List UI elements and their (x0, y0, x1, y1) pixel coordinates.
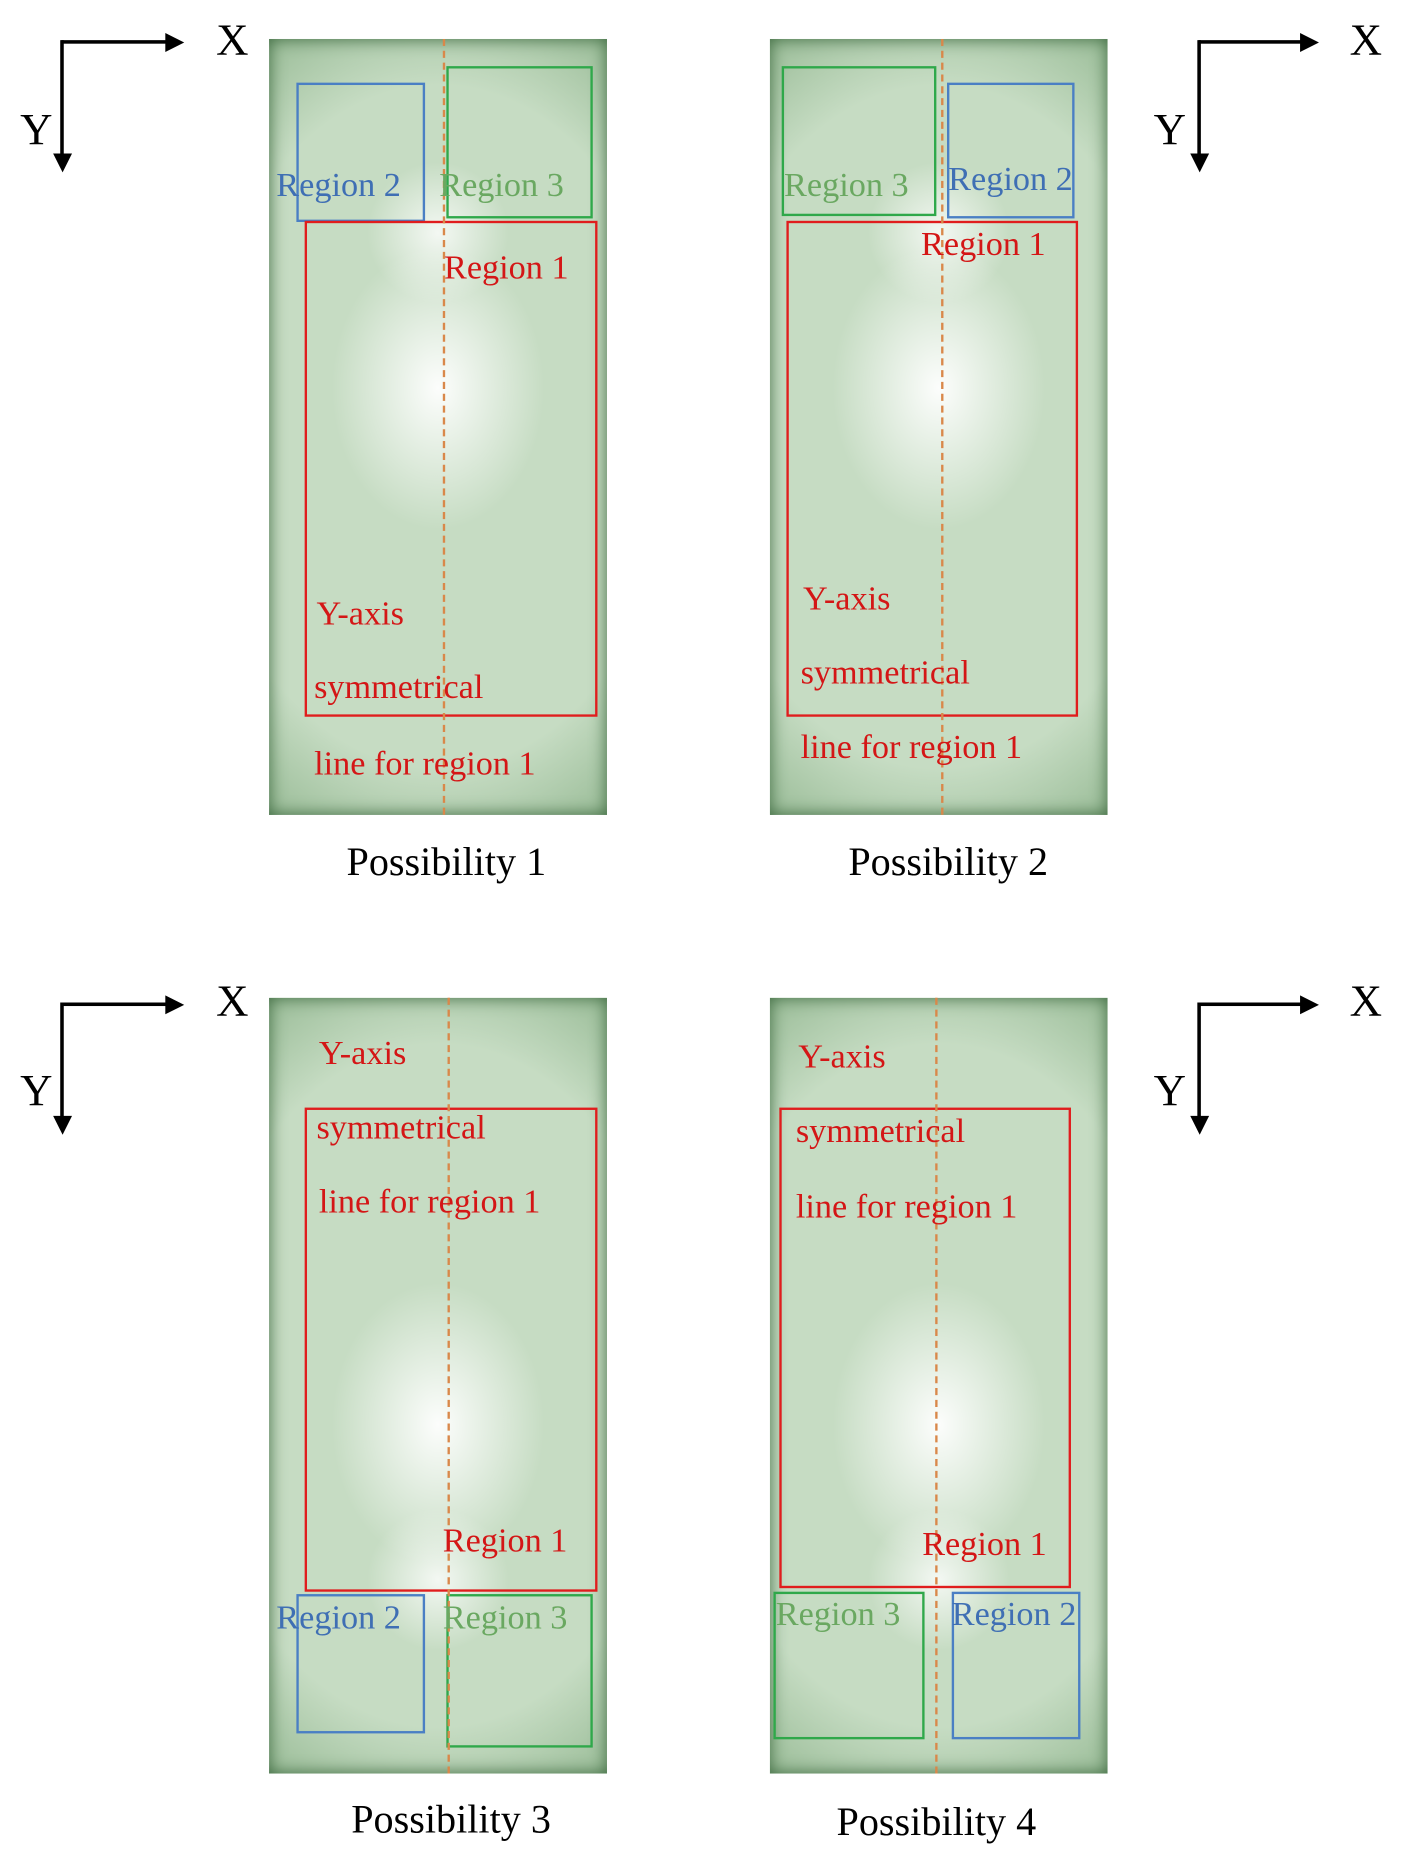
region-3-label: Region 3 (439, 166, 564, 205)
symmetry-label-line1: Y-axis (802, 579, 891, 618)
x-axis-arrow (61, 1002, 168, 1007)
symmetry-line (941, 38, 944, 815)
region-2-box (951, 1591, 1081, 1740)
symmetry-line (447, 997, 450, 1774)
caption-possibility-2: Possibility 2 (848, 840, 1049, 885)
region-1-box (779, 1107, 1071, 1589)
region-1-box (786, 220, 1079, 717)
x-label: X (216, 976, 249, 1027)
arrow-right-icon (1300, 33, 1319, 52)
symmetry-label-line2: symmetrical (800, 654, 970, 692)
region-3-box (773, 1591, 925, 1740)
arrow-right-icon (165, 33, 185, 52)
arrow-down-icon (1190, 153, 1210, 173)
region-2-label: Region 2 (276, 166, 401, 205)
caption-possibility-1: Possibility 1 (346, 840, 547, 885)
caption-possibility-3: Possibility 3 (351, 1798, 551, 1843)
arrow-right-icon (165, 995, 185, 1015)
region-1-box (304, 220, 598, 717)
symmetry-label-line3: line for region 1 (800, 728, 1023, 767)
caption-possibility-4: Possibility 4 (836, 1800, 1037, 1845)
region-3-label: Region 3 (775, 1595, 901, 1634)
region-2-label: Region 2 (951, 1595, 1077, 1634)
arrow-right-icon (1300, 995, 1319, 1015)
symmetry-label-line3: line for region 1 (795, 1187, 1018, 1226)
x-label: X (1349, 15, 1383, 65)
x-axis-arrow (1198, 1002, 1303, 1007)
region-3-label: Region 3 (442, 1598, 568, 1637)
y-axis-arrow (1197, 40, 1201, 156)
y-axis-arrow (60, 40, 64, 156)
banknote-image-1 (269, 38, 607, 815)
y-label: Y (1153, 105, 1187, 155)
region-1-label: Region 1 (921, 225, 1046, 264)
symmetry-label-line2: symmetrical (795, 1112, 966, 1151)
symmetry-label-line1: Y-axis (798, 1037, 886, 1076)
region-1-label: Region 1 (442, 1522, 568, 1560)
banknote-image-2 (769, 38, 1108, 815)
arrow-down-icon (1190, 1115, 1210, 1135)
x-axis-arrow (61, 40, 168, 44)
region-1-label: Region 1 (922, 1525, 1047, 1564)
y-label: Y (20, 105, 53, 155)
arrow-down-icon (53, 153, 73, 173)
y-label: Y (20, 1066, 53, 1116)
y-axis-arrow (60, 1002, 64, 1119)
x-axis-arrow (1198, 40, 1303, 44)
region-2-box (296, 1594, 426, 1734)
region-3-box (446, 66, 593, 219)
y-axis-arrow (1197, 1002, 1201, 1119)
region-3-box (446, 1594, 593, 1748)
region-2-box (296, 82, 426, 222)
x-label: X (1349, 976, 1383, 1027)
symmetry-label-line2: symmetrical (314, 668, 484, 707)
region-2-label: Region 2 (276, 1598, 401, 1637)
region-3-label: Region 3 (784, 166, 909, 205)
region-3-box (781, 66, 937, 217)
arrow-down-icon (53, 1115, 73, 1135)
symmetry-line (442, 38, 446, 815)
x-label: X (216, 15, 249, 65)
region-2-label: Region 2 (948, 160, 1073, 199)
symmetry-label-line1: Y-axis (316, 595, 404, 633)
symmetry-line (935, 997, 938, 1774)
symmetry-label-line1: Y-axis (318, 1034, 407, 1073)
region-2-box (947, 82, 1075, 219)
region-1-box (304, 1107, 598, 1592)
symmetry-label-line3: line for region 1 (318, 1183, 541, 1221)
y-label: Y (1153, 1066, 1187, 1116)
symmetry-label-line3: line for region 1 (314, 745, 536, 783)
region-1-label: Region 1 (443, 249, 569, 287)
symmetry-label-line2: symmetrical (316, 1108, 486, 1147)
